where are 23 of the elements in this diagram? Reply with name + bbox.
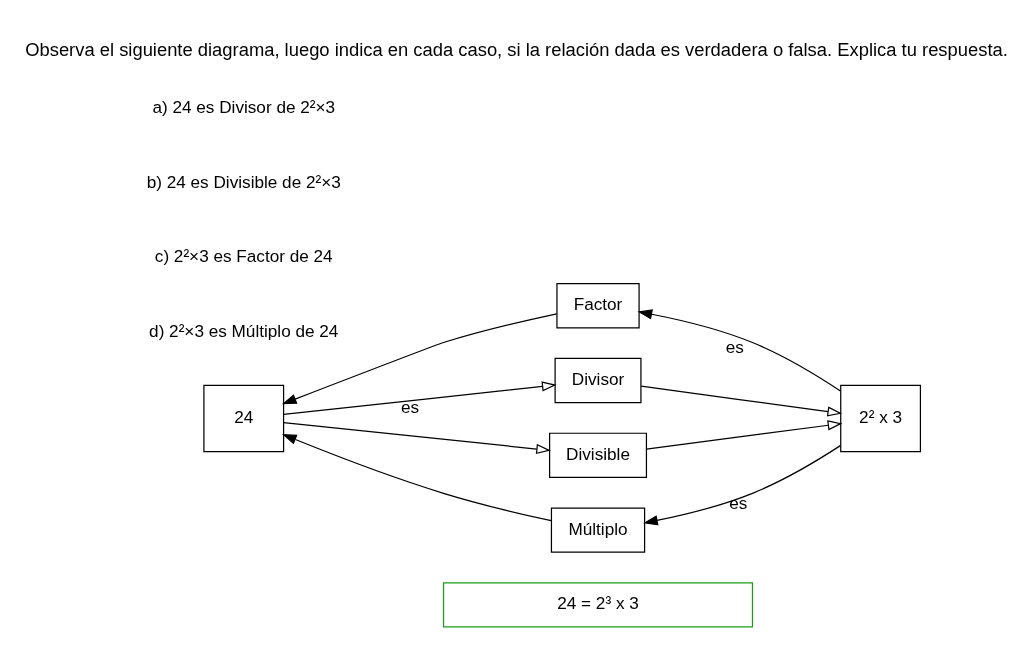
arrow [282,380,557,415]
node-box: Factor [555,282,640,328]
label: d) 2²×3 es Múltiplo de 24 [148,320,338,341]
arrow [281,312,557,404]
edge-label: es [728,492,747,513]
arrow [642,444,841,525]
node-box: 2² x 3 [839,384,921,452]
node-box: Divisor [554,357,642,403]
node-box: 24 [202,384,284,452]
arrow [637,308,841,392]
edge-label: es [725,336,744,357]
arrow [282,421,551,454]
node-box: Divisible [548,432,647,478]
node-box: 24 = 2³ x 3 [442,581,753,628]
edge-label: es [400,396,419,417]
arrow [640,385,842,417]
arrow [645,419,842,450]
arrow [281,433,552,521]
label: b) 24 es Divisible de 2²×3 [146,171,341,192]
node-box: Múltiplo [550,506,645,553]
label: c) 2²×3 es Factor de 24 [154,245,333,266]
diagram-title: Observa el siguiente diagrama, luego indica en cada caso, si la relación dada es verdadera o falsa. Explica tu respuesta. [24,38,1008,60]
label: a) 24 es Divisor de 2²×3 [151,96,335,117]
